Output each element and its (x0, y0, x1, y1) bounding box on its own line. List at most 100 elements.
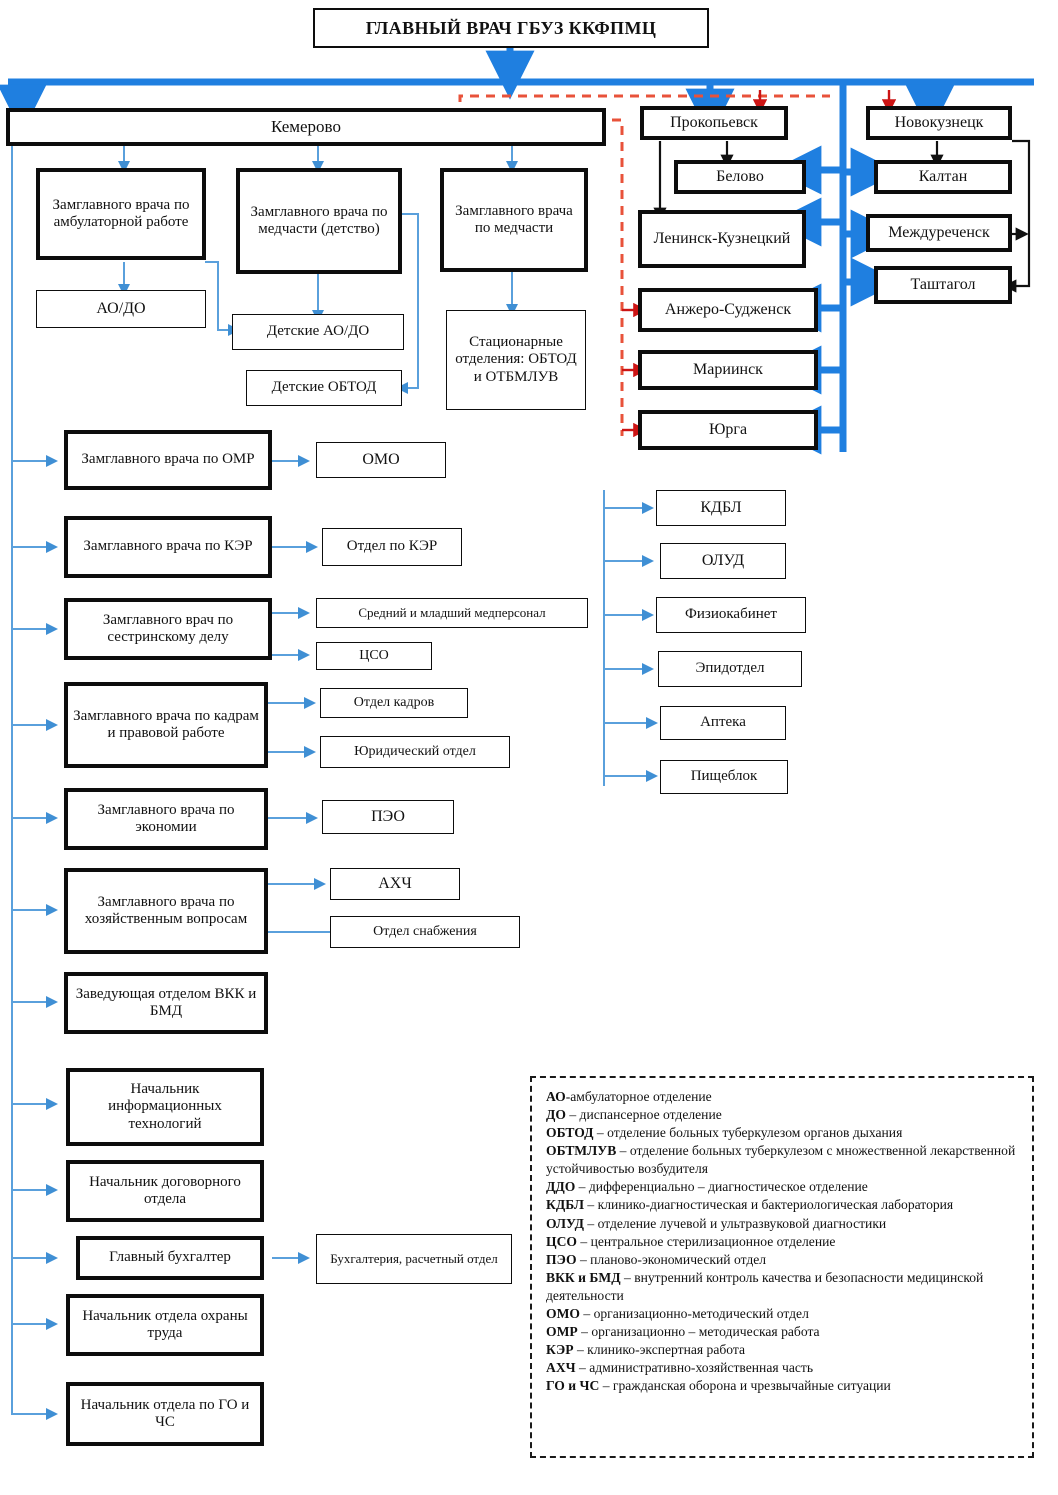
legend-text: административно-хозяйственная часть (589, 1360, 814, 1376)
legend-term: ОЛУД (546, 1215, 584, 1231)
legend-text: гражданская оборона и чрезвычайные ситуа… (612, 1378, 891, 1394)
unit-legal-department[interactable]: Юридический отдел (320, 736, 510, 768)
unit-inpatient-departments[interactable]: Стационарные отделения: ОБТОД и ОТБМЛУВ (446, 310, 586, 410)
unit-ker-department-label: Отдел по КЭР (346, 538, 438, 555)
unit-children-obtod[interactable]: Детские ОБТОД (246, 370, 402, 406)
deputy-ambulatory[interactable]: Замглавного врача по амбулаторной работе (36, 168, 206, 260)
legend-term: ОМО (546, 1305, 580, 1321)
chief-contracts-label: Начальник договорного отдела (89, 1173, 241, 1207)
legend-sep: – (573, 1342, 588, 1358)
chief-household[interactable]: Замглавного врача по хозяйственным вопро… (64, 868, 268, 954)
legend-term: ПЭО (546, 1251, 577, 1267)
chief-civil-defence[interactable]: Начальник отдела по ГО и ЧС (66, 1382, 264, 1446)
unit-nursing-staff-label: Средний и младший медперсонал (358, 605, 546, 621)
legend-text: клинико-диагностическая и бактериологиче… (597, 1197, 954, 1213)
unit-ao-do-label: АО/ДО (96, 299, 146, 317)
unit-children-ao-do[interactable]: Детские АО/ДО (232, 314, 404, 350)
service-epid[interactable]: Эпидотдел (658, 651, 802, 687)
city-leninsk-kuznetsky[interactable]: Ленинск-Кузнецкий (638, 210, 806, 268)
unit-supply-department-label: Отдел снабжения (373, 923, 477, 939)
legend-line: ОБТМЛУВ – отделение больных туберкулезом… (546, 1142, 1020, 1178)
unit-inpatient-departments-label: Стационарные отделения: ОБТОД и ОТБМЛУВ (455, 333, 577, 385)
chief-hr-legal[interactable]: Замглавного врача по кадрам и правовой р… (64, 682, 268, 768)
service-olud[interactable]: ОЛУД (660, 543, 786, 579)
unit-peo[interactable]: ПЭО (322, 800, 454, 834)
unit-supply-department-box[interactable]: Отдел снабжения (330, 916, 520, 948)
chief-ker[interactable]: Замглавного врача по КЭР (64, 516, 272, 578)
city-yurga[interactable]: Юрга (638, 410, 818, 450)
city-tashtagol[interactable]: Таштагол (874, 266, 1012, 304)
unit-peo-label: ПЭО (371, 807, 405, 825)
chief-it-label: Начальник информационных технологий (108, 1080, 222, 1132)
service-canteen[interactable]: Пищеблок (660, 760, 788, 794)
unit-omo-label: ОМО (362, 450, 400, 468)
deputy-medpart-children[interactable]: Замглавного врача по медчасти (детство) (236, 168, 402, 274)
unit-ao-do[interactable]: АО/ДО (36, 290, 206, 328)
chief-economy-label: Замглавного врача по экономии (97, 801, 235, 835)
chief-contracts[interactable]: Начальник договорного отдела (66, 1160, 264, 1222)
legend-text: планово-экономический отдел (590, 1251, 767, 1267)
unit-accounting-label: Бухгалтерия, расчетный отдел (330, 1251, 498, 1267)
legend-term: ОБТОД (546, 1125, 594, 1141)
unit-nursing-staff[interactable]: Средний и младший медперсонал (316, 598, 588, 628)
unit-legal-department-label: Юридический отдел (354, 743, 476, 759)
legend-line: ОБТОД – отделение больных туберкулезом о… (546, 1124, 1020, 1142)
legend-term: ОМР (546, 1324, 578, 1340)
city-belovo[interactable]: Белово (674, 160, 806, 194)
branch-prokopyevsk[interactable]: Прокопьевск (640, 106, 788, 140)
deputy-medpart[interactable]: Замглавного врача по медчасти (440, 168, 588, 272)
branch-novokuznetsk[interactable]: Новокузнецк (866, 106, 1012, 140)
branch-kemerovo[interactable]: Кемерово (6, 108, 606, 146)
city-mezhdurechensk-label: Междуреченск (888, 223, 990, 241)
unit-cso-label: ЦСО (359, 647, 389, 663)
legend-term: ДДО (546, 1179, 576, 1195)
unit-ker-department[interactable]: Отдел по КЭР (322, 528, 462, 566)
legend-sep: – (593, 1125, 608, 1141)
page-title-main-doctor[interactable]: ГЛАВНЫЙ ВРАЧ ГБУЗ ККФПМЦ (313, 8, 709, 48)
legend-sep: – (576, 1233, 591, 1249)
city-mariinsk-label: Мариинск (693, 360, 763, 378)
chief-economy[interactable]: Замглавного врача по экономии (64, 788, 268, 850)
legend-text: организационно-методический отдел (593, 1305, 809, 1321)
legend-sep: – (565, 1107, 580, 1123)
service-physio-label: Физиокабинет (685, 606, 777, 623)
chief-it[interactable]: Начальник информационных технологий (66, 1068, 264, 1146)
legend-term: КДБЛ (546, 1197, 584, 1213)
unit-ahch[interactable]: АХЧ (330, 868, 460, 900)
branch-kemerovo-label: Кемерово (271, 117, 341, 137)
chief-feeders (12, 455, 58, 1420)
branch-novokuznetsk-label: Новокузнецк (894, 113, 984, 131)
legend-text: центральное стерилизационное отделение (590, 1233, 836, 1249)
legend-line: КДБЛ – клинико-диагностическая и бактери… (546, 1196, 1020, 1214)
service-spine (603, 490, 658, 786)
chief-accountant[interactable]: Главный бухгалтер (76, 1236, 264, 1280)
chief-labor-safety[interactable]: Начальник отдела охраны труда (66, 1294, 264, 1356)
legend-line: ОМО – организационно-методический отдел (546, 1305, 1020, 1323)
chief-omr[interactable]: Замглавного врача по ОМР (64, 430, 272, 490)
legend-line: ЦСО – центральное стерилизационное отдел… (546, 1233, 1020, 1251)
legend-line: ГО и ЧС – гражданская оборона и чрезвыча… (546, 1377, 1020, 1395)
legend-term: ДО (546, 1107, 566, 1123)
service-pharmacy[interactable]: Аптека (660, 706, 786, 740)
legend-line: ОМР – организационно – методическая рабо… (546, 1323, 1020, 1341)
city-mariinsk[interactable]: Мариинск (638, 350, 818, 390)
chief-vkk-bmd-label: Заведующая отделом ВКК и БМД (75, 985, 257, 1019)
legend-sep: – (577, 1324, 592, 1340)
unit-accounting[interactable]: Бухгалтерия, расчетный отдел (316, 1234, 512, 1284)
unit-hr-department[interactable]: Отдел кадров (320, 688, 468, 718)
legend-sep: – (616, 1143, 630, 1159)
service-physio[interactable]: Физиокабинет (656, 597, 806, 633)
legend-sep: – (584, 1197, 598, 1213)
service-kdbl-label: КДБЛ (700, 498, 742, 516)
unit-omo[interactable]: ОМО (316, 442, 446, 478)
legend-term: КЭР (546, 1342, 574, 1358)
city-yurga-label: Юрга (708, 420, 748, 438)
service-kdbl[interactable]: КДБЛ (656, 490, 786, 526)
unit-cso[interactable]: ЦСО (316, 642, 432, 670)
chief-nursing[interactable]: Замглавного врач по сестринскому делу (64, 598, 272, 660)
city-mezhdurechensk[interactable]: Междуреченск (866, 214, 1012, 252)
chief-vkk-bmd[interactable]: Заведующая отделом ВКК и БМД (64, 972, 268, 1034)
city-anzhero-sudzhensk[interactable]: Анжеро-Судженск (638, 288, 818, 332)
legend-term: АО (546, 1089, 566, 1104)
city-kaltan[interactable]: Калтан (874, 160, 1012, 194)
